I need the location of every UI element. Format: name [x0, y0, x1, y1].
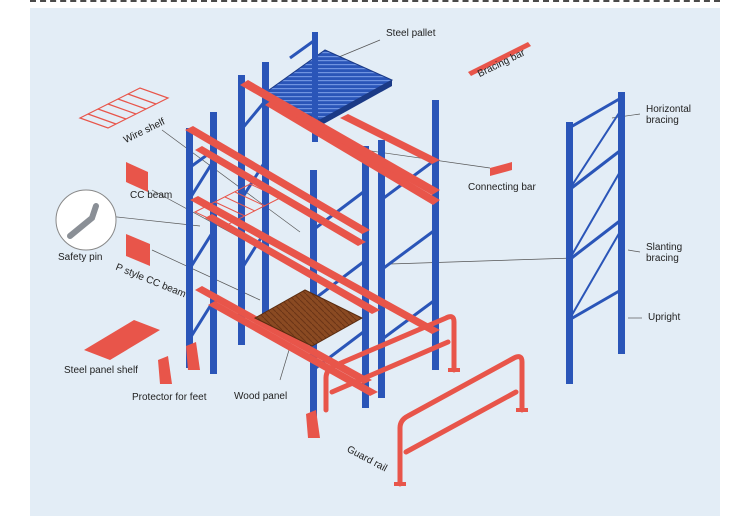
- wire-shelf-in-rack: [193, 183, 282, 227]
- label-steel-panel-shelf: Steel panel shelf: [64, 365, 138, 376]
- wire-shelf-part: [78, 87, 170, 129]
- label-horizontal-bracing-line2: bracing: [646, 115, 679, 126]
- connecting-bar-part: [490, 162, 512, 176]
- label-wood-panel: Wood panel: [234, 391, 288, 402]
- upright-frame-front-left: [186, 112, 217, 374]
- upright-frame-back-right: [289, 32, 318, 142]
- p-style-cc-beam-part: [126, 234, 150, 266]
- top-dashed-border: [30, 0, 720, 6]
- bracing-bar-part: [468, 42, 531, 76]
- red-beams: [185, 80, 440, 396]
- protector-for-feet-part: [158, 342, 320, 438]
- label-connecting-bar: Connecting bar: [468, 182, 536, 193]
- label-cc-beam: CC beam: [130, 190, 173, 201]
- wood-panel-part: [253, 289, 364, 347]
- upright-frame-back-left: [238, 62, 269, 345]
- label-slanting-bracing-line1: Slanting: [646, 242, 683, 253]
- standalone-upright-frame: [566, 92, 625, 384]
- label-steel-pallet: Steel pallet: [386, 28, 436, 39]
- safety-pin-part: [55, 189, 117, 251]
- leader-lines: [107, 39, 642, 381]
- label-horizontal-bracing-line1: Horizontal: [646, 104, 692, 115]
- guard-rail-part: [323, 314, 525, 487]
- floor-plates: [394, 368, 528, 486]
- cc-beam-part: [126, 162, 148, 192]
- label-upright: Upright: [648, 312, 681, 323]
- label-protector-for-feet: Protector for feet: [132, 392, 207, 403]
- label-safety-pin: Safety pin: [58, 252, 103, 263]
- label-slanting-bracing-line2: bracing: [646, 253, 679, 264]
- steel-panel-shelf-part: [84, 320, 160, 360]
